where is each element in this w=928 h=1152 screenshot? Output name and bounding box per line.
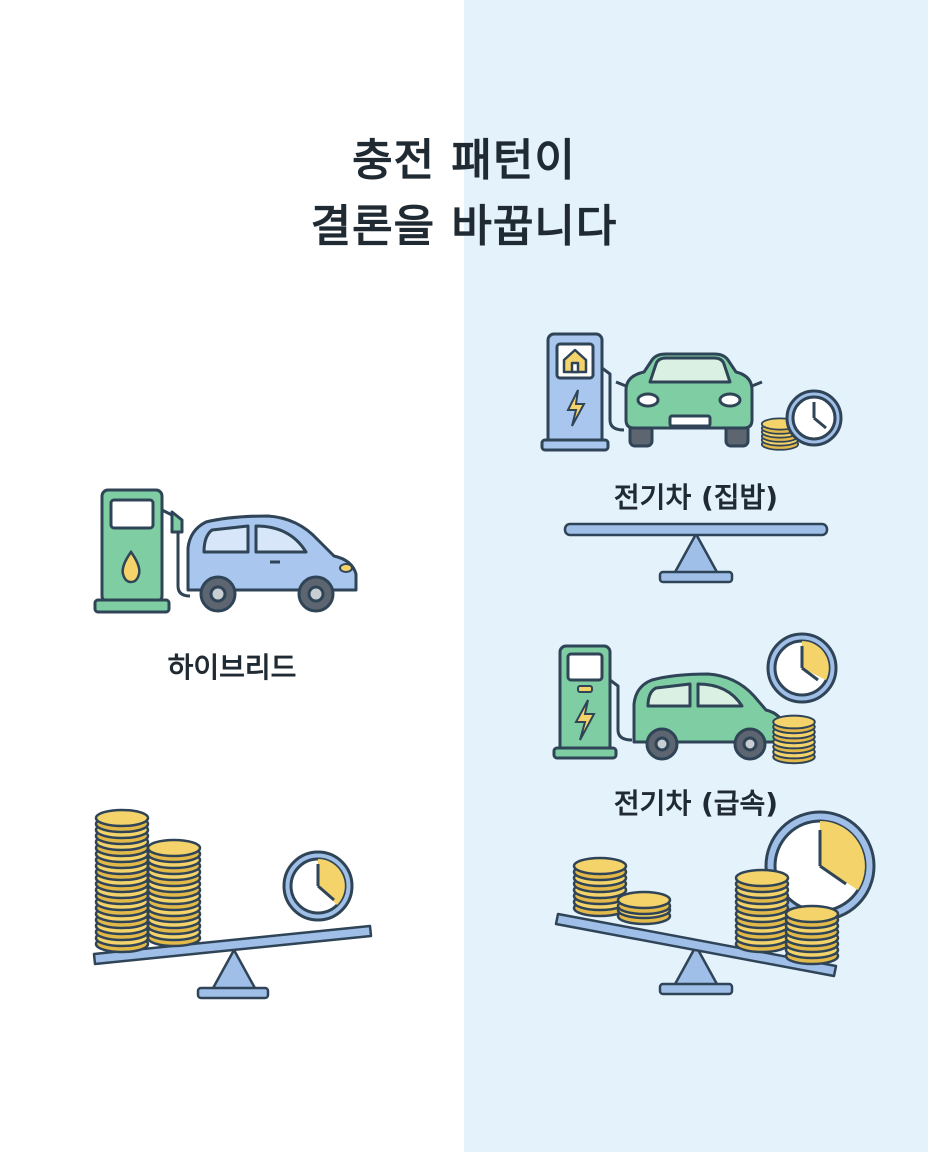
coin-stack-icon — [772, 714, 816, 765]
page-title: 충전 패턴이 결론을 바꿉니다 — [0, 128, 928, 260]
coin-stack-icon — [94, 808, 150, 954]
clock-icon — [282, 850, 354, 922]
ev-home-label: 전기차 (집밥) — [613, 481, 779, 514]
coin-stack-icon — [734, 868, 790, 954]
clock-icon — [766, 632, 838, 704]
house-icon — [562, 348, 588, 374]
lightning-icon — [574, 699, 596, 741]
hybrid-label: 하이브리드 — [167, 651, 297, 684]
clock-icon — [785, 389, 843, 447]
coin-stack-icon — [146, 838, 202, 948]
coin-stack-icon — [616, 890, 672, 926]
lightning-icon — [566, 389, 586, 427]
clock-icon — [764, 810, 876, 922]
ev-fast-label: 전기차 (급속) — [613, 787, 779, 820]
title-line-1: 충전 패턴이 — [352, 135, 576, 186]
seesaw-icon — [563, 522, 829, 584]
fuel-drop-icon — [121, 549, 141, 584]
fuel-pump-icon — [93, 488, 191, 614]
ev-car-icon — [615, 352, 763, 448]
ev-car-icon — [632, 672, 786, 761]
title-line-2: 결론을 바꿉니다 — [310, 201, 618, 252]
hybrid-car-icon — [186, 514, 358, 613]
home-charger-icon — [540, 332, 625, 452]
fast-charger-icon — [552, 644, 633, 760]
coin-stack-icon — [784, 904, 840, 966]
seesaw-icon — [92, 924, 373, 1000]
